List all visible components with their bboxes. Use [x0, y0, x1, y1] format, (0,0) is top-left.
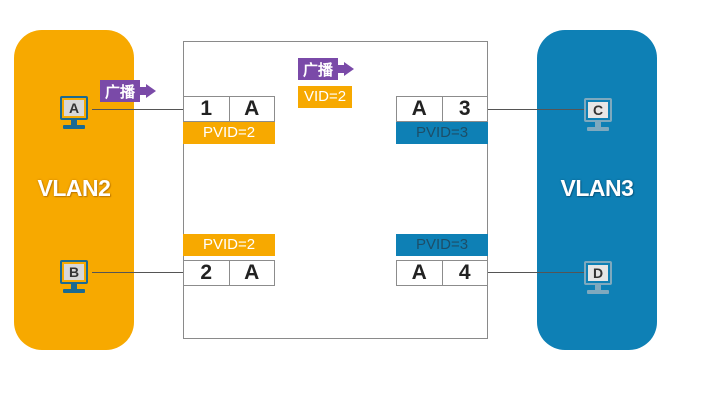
arrow-right-icon — [344, 62, 355, 76]
vlan3-label: VLAN3 — [560, 175, 634, 201]
port-4-pvid: PVID=3 — [396, 234, 488, 256]
port-2: PVID=2 2 A — [183, 234, 275, 286]
computer-d[interactable]: D — [578, 261, 618, 303]
port-3-pvid: PVID=3 — [396, 122, 488, 144]
cable-port3-c — [488, 109, 584, 110]
broadcast-ingress-label: 广播 — [100, 80, 141, 102]
computer-c-label: C — [588, 102, 608, 118]
monitor-icon: C — [584, 98, 612, 122]
computer-c[interactable]: C — [578, 98, 618, 140]
monitor-icon: A — [60, 96, 88, 120]
port-4-mode: A — [411, 261, 427, 284]
cable-b-port2 — [92, 272, 183, 273]
port-1-number: 1 — [200, 97, 213, 120]
arrow-right-icon — [146, 84, 157, 98]
cable-a-port1 — [92, 109, 183, 110]
vid-tag: VID=2 — [298, 86, 353, 108]
port-1-pvid: PVID=2 — [183, 122, 275, 144]
broadcast-internal-arrow: 广播 — [298, 58, 355, 80]
computer-a[interactable]: A — [54, 96, 94, 138]
monitor-icon: D — [584, 261, 612, 285]
vlan2-label: VLAN2 — [37, 175, 111, 201]
monitor-icon: B — [60, 260, 88, 284]
computer-b[interactable]: B — [54, 260, 94, 302]
port-4-number: 4 — [441, 261, 488, 285]
computer-a-label: A — [64, 100, 84, 116]
computer-b-label: B — [64, 264, 84, 280]
computer-d-label: D — [588, 265, 608, 281]
vlan2-zone: VLAN2 — [14, 30, 134, 350]
port-1: 1 A PVID=2 — [183, 96, 275, 144]
port-1-mode: A — [228, 97, 275, 121]
vlan3-zone: VLAN3 — [537, 30, 657, 350]
cable-port4-d — [488, 272, 584, 273]
port-3: A 3 PVID=3 — [396, 96, 488, 144]
broadcast-ingress-arrow: 广播 — [100, 80, 157, 102]
broadcast-internal-label: 广播 — [298, 58, 339, 80]
port-2-pvid: PVID=2 — [183, 234, 275, 256]
port-3-number: 3 — [441, 97, 488, 121]
port-4: PVID=3 A 4 — [396, 234, 488, 286]
port-3-mode: A — [411, 97, 427, 120]
port-2-mode: A — [228, 261, 275, 285]
port-2-number: 2 — [200, 261, 213, 284]
